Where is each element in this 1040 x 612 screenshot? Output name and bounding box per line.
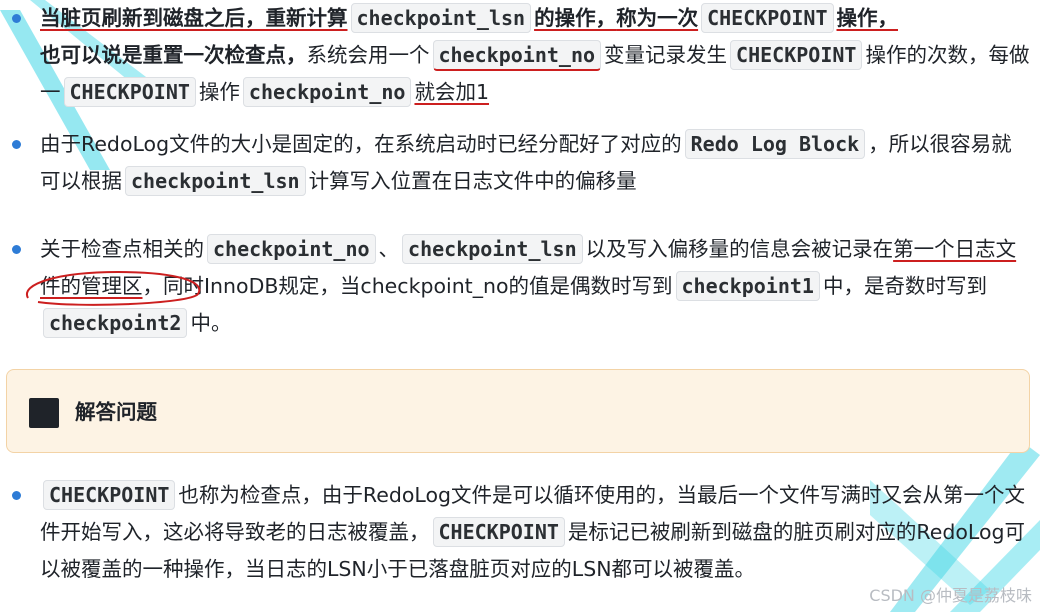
text-run: 操作的次数，每做一 xyxy=(40,43,1030,104)
text-run: 的操作， xyxy=(534,6,617,30)
inline-code: Redo Log Block xyxy=(684,129,866,159)
text-run: 以及写入偏移量的信息会被记录在 xyxy=(585,237,894,261)
inline-code: checkpoint_no xyxy=(207,234,376,264)
text-run: 是标记已被刷新到磁盘的脏页刷对应的RedoLog可以被覆盖的一种操作，当日志的L… xyxy=(40,520,1026,581)
inline-code: CHECKPOINT xyxy=(432,517,565,547)
watermark: CSDN @仲夏是荔枝味 xyxy=(869,586,1032,605)
inline-code: CHECKPOINT xyxy=(730,40,863,70)
text-run: 中，是奇数时写到 xyxy=(822,274,987,298)
text-run: 就会加1 xyxy=(414,80,490,104)
bullet-dot xyxy=(12,245,21,254)
text-run: 、 xyxy=(378,237,400,261)
bullet-dot xyxy=(12,140,21,149)
inline-code: checkpoint1 xyxy=(675,271,820,301)
text-run: 也称为检查点，由于RedoLog文件是可以循环使用的，当最后一个文件写满时又会从… xyxy=(40,483,1026,544)
decorative-stroke-left xyxy=(0,0,150,170)
answer-heading: 解答问题 xyxy=(75,400,157,424)
text-run: 操作， xyxy=(836,6,899,30)
text-run: 关于检查点相关的 xyxy=(40,237,204,261)
inline-code: checkpoint_lsn xyxy=(125,166,306,196)
inline-code: checkpoint_lsn xyxy=(402,234,583,264)
text-run: 系统会用一个 xyxy=(306,43,430,67)
text-run: 称为一次 xyxy=(616,6,699,30)
square-icon xyxy=(29,398,59,428)
text-run: 操作 xyxy=(198,80,240,104)
text-run: 由于RedoLog文件的大小是固定的，在系统启动时已经分配好了对应的 xyxy=(40,132,682,156)
text-run: 也可以说是重置一次检查点， xyxy=(40,43,307,67)
inline-code: checkpoint_no xyxy=(432,40,602,71)
text-run: ，同时InnoDB规定，当checkpoint_no的值是偶数时写到 xyxy=(142,274,673,298)
answer-callout: 解答问题 xyxy=(6,369,1030,453)
bullet-dot xyxy=(12,14,21,23)
inline-code: checkpoint_no xyxy=(242,77,412,107)
inline-code: checkpoint_lsn xyxy=(350,3,532,33)
inline-code: checkpoint2 xyxy=(43,308,188,338)
inline-code: CHECKPOINT xyxy=(43,480,176,510)
text-run: 计算写入位置在日志文件中的偏移量 xyxy=(308,169,637,193)
inline-code: CHECKPOINT xyxy=(701,3,834,33)
red-circle-annotation xyxy=(25,270,201,306)
text-run: 中。 xyxy=(190,311,232,335)
text-run: ，所以很容易就可以根据 xyxy=(40,132,1012,193)
inline-code: CHECKPOINT xyxy=(63,77,196,107)
text-run: 当脏页刷新到磁盘之后，重新计算 xyxy=(40,6,348,30)
decorative-stroke-right xyxy=(870,440,1040,612)
text-run: 变量记录发生 xyxy=(604,43,728,67)
bullet-dot xyxy=(12,491,21,500)
